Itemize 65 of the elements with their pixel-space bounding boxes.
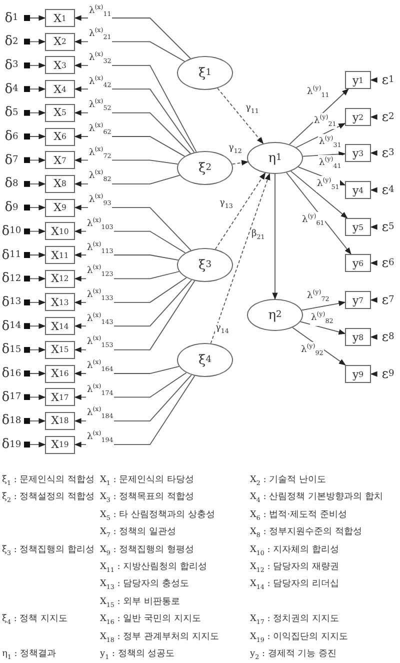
definition-text: X$_{5}$ : 타 산림정책과의 상충성 bbox=[100, 508, 215, 524]
arrow bbox=[24, 442, 46, 448]
dashed-arrow bbox=[217, 88, 264, 144]
arrow bbox=[24, 252, 46, 258]
arrow bbox=[290, 170, 348, 218]
arrow bbox=[24, 228, 46, 234]
arrow bbox=[24, 62, 46, 68]
dashed-arrow bbox=[232, 160, 248, 166]
definition-text: X$_{9}$ : 정책집행의 형평성 bbox=[100, 544, 194, 558]
definition-text: ξ$_{4}$ : 정책 지지도 bbox=[2, 613, 68, 628]
definition-text: X$_{11}$ : 지방산림청의 합리성 bbox=[100, 561, 208, 576]
arrow bbox=[24, 180, 46, 187]
arrow bbox=[301, 300, 346, 311]
arrow bbox=[370, 224, 378, 230]
arrow bbox=[24, 346, 46, 353]
arrow bbox=[24, 418, 46, 424]
definition-text: X$_{10}$ : 지자체의 합리성 bbox=[250, 544, 340, 558]
definition-text: η$_{1}$ : 정책결과 bbox=[2, 648, 56, 663]
arrow bbox=[24, 204, 46, 211]
arrow bbox=[370, 371, 378, 377]
dashed-arrow bbox=[210, 173, 270, 344]
arrow bbox=[370, 334, 378, 340]
definition-text: X$_{16}$ : 일반 국민의 지지도 bbox=[100, 613, 201, 628]
arrow bbox=[24, 394, 46, 400]
definition-text: X$_{12}$ : 담당자의 재량권 bbox=[250, 561, 340, 576]
definition-text: ξ$_{3}$ : 정책집행의 합리성 bbox=[2, 544, 95, 558]
definition-text: X$_{13}$ : 담당자의 충성도 bbox=[100, 578, 190, 594]
definition-text: ξ$_{2}$ : 정책설정의 적합성 bbox=[2, 491, 95, 506]
definition-text: X$_{19}$ : 이익집단의 지지도 bbox=[250, 630, 348, 646]
definition-text: X$_{17}$ : 정치권의 지지도 bbox=[250, 613, 340, 628]
arrow bbox=[300, 321, 346, 335]
definition-text: X$_{7}$ : 정책의 일관성 bbox=[100, 526, 176, 541]
arrow bbox=[24, 110, 46, 116]
definition-text: X$_{3}$ : 정책목표의 적합성 bbox=[100, 491, 194, 506]
arrow bbox=[24, 323, 46, 330]
arrow bbox=[24, 134, 46, 140]
definition-text: y$_{2}$ : 경제적 기능 증진 bbox=[250, 648, 337, 663]
definition-text: X$_{6}$ : 법적·제도적 준비성 bbox=[250, 508, 347, 524]
definition-text: X$_{4}$ : 산림정책 기본방향과의 합치 bbox=[250, 491, 383, 506]
arrow bbox=[24, 157, 46, 164]
arrow bbox=[24, 15, 46, 21]
arrow bbox=[370, 114, 378, 120]
definition-text: ξ$_{1}$ : 문제인식의 적합성 bbox=[2, 474, 95, 489]
arrow bbox=[24, 276, 46, 282]
arrow bbox=[370, 150, 378, 156]
arrow bbox=[272, 174, 278, 300]
arrow bbox=[24, 38, 46, 45]
definition-text: X$_{15}$ : 외부 비판통로 bbox=[100, 596, 180, 611]
arrow bbox=[286, 172, 352, 255]
definition-text: X$_{1}$ : 문제인식의 타당성 bbox=[100, 474, 194, 489]
arrow bbox=[296, 122, 346, 148]
arrow bbox=[24, 86, 46, 92]
arrow bbox=[302, 151, 346, 157]
arrow bbox=[370, 260, 378, 266]
definition-text: X$_{14}$ : 담당자의 리더십 bbox=[250, 578, 340, 594]
definition-text: X$_{2}$ : 기술적 난이도 bbox=[250, 474, 326, 489]
arrow bbox=[370, 77, 378, 83]
arrow bbox=[24, 299, 46, 306]
dashed-arrow bbox=[214, 172, 266, 250]
definition-text: X$_{8}$ : 정부지원수준의 적합성 bbox=[250, 526, 362, 541]
definition-text: X$_{18}$ : 정부 관계부처의 지지도 bbox=[100, 630, 219, 646]
arrow bbox=[370, 297, 378, 303]
definition-text: y$_{1}$ : 정책의 성공도 bbox=[100, 648, 175, 663]
arrow bbox=[370, 187, 378, 193]
arrow bbox=[24, 370, 46, 376]
